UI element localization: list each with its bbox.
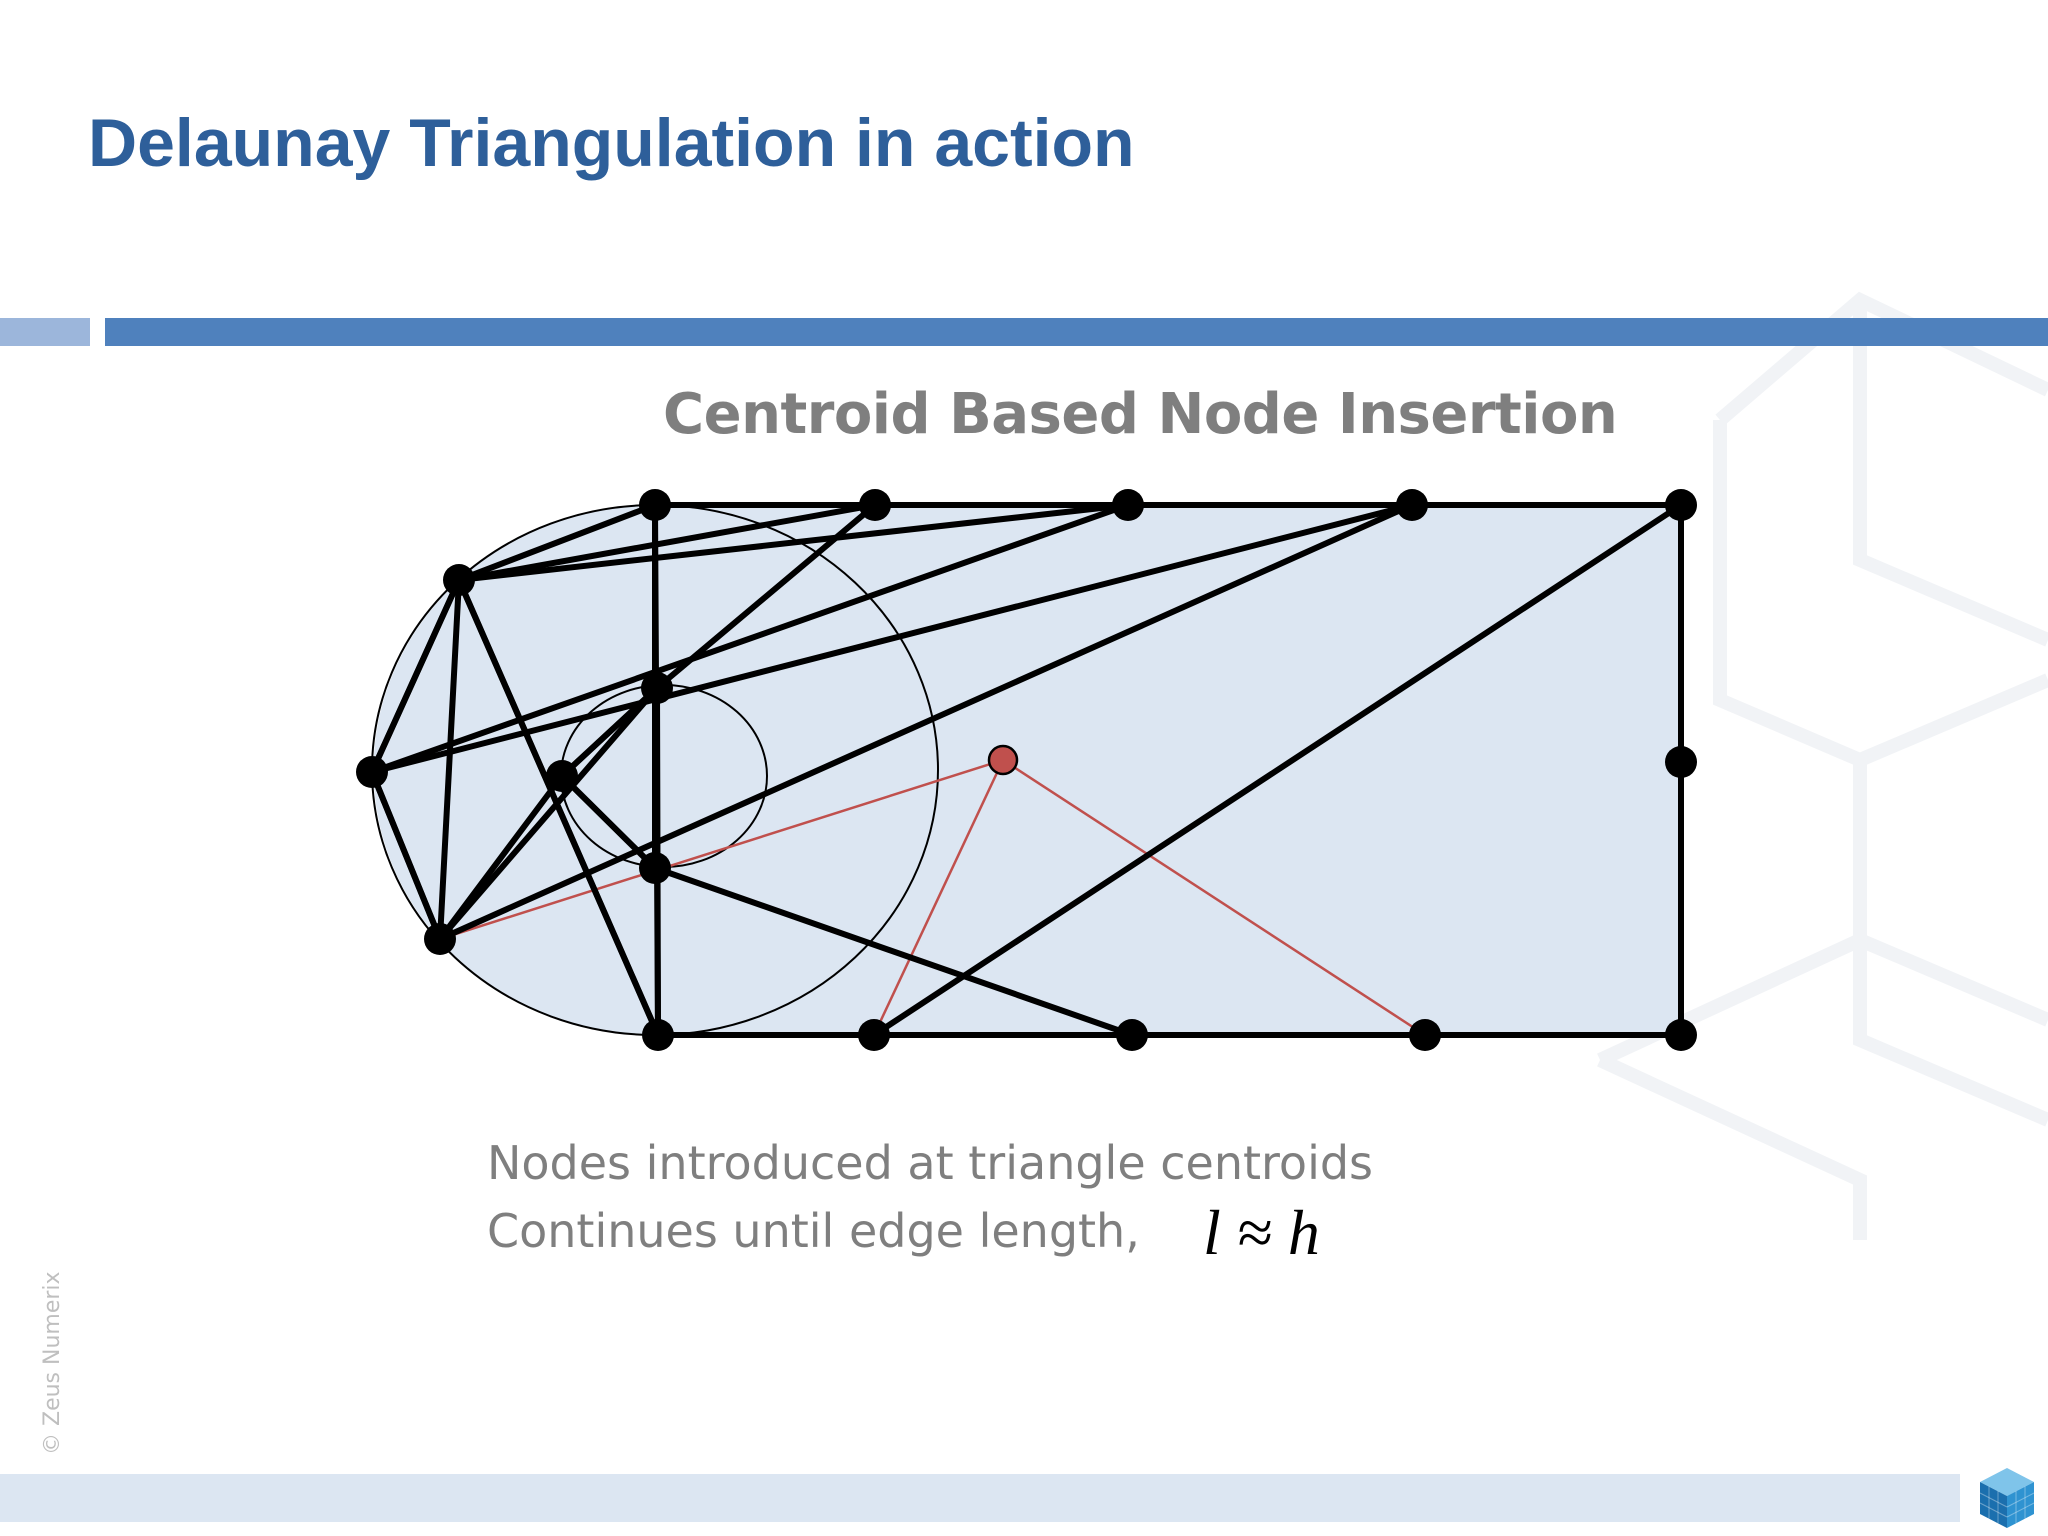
mesh-edge: [437, 502, 1415, 942]
mesh-edge: [369, 502, 1415, 775]
mesh-edge: [871, 502, 1684, 1038]
mesh-domain: [373, 505, 1681, 1036]
inserted-centroid-node: [987, 744, 1019, 776]
mesh-node: [424, 923, 456, 955]
mesh-edge: [437, 773, 565, 942]
accent-bar: [105, 318, 2048, 346]
mesh-edge: [559, 685, 660, 779]
centroid-edge: [439, 758, 1004, 941]
mesh-node: [1665, 489, 1697, 521]
centroid-edge: [872, 759, 1005, 1036]
caption-line-2: Continues until edge length,: [487, 1204, 1140, 1258]
cube-logo-icon: [1979, 1468, 2035, 1528]
centroid-edge: [1002, 758, 1426, 1037]
mesh-node: [859, 489, 891, 521]
mesh-node: [1665, 746, 1697, 778]
mesh-edge: [437, 685, 660, 942]
mesh-edge: [456, 502, 1131, 583]
mesh-node: [639, 852, 671, 884]
mesh-node: [1112, 489, 1144, 521]
mesh-node: [443, 564, 475, 596]
footer-band: [0, 1474, 1960, 1522]
mesh-edge: [369, 769, 443, 942]
slide-title: Delaunay Triangulation in action: [88, 105, 1135, 181]
mesh-node: [1409, 1019, 1441, 1051]
mesh-node: [641, 672, 673, 704]
mesh-node: [1116, 1019, 1148, 1051]
mesh-node: [642, 1019, 674, 1051]
mesh-edge: [456, 502, 878, 583]
mesh-node: [546, 760, 578, 792]
caption-line-1: Nodes introduced at triangle centroids: [487, 1136, 1374, 1190]
mesh-edge: [652, 865, 1135, 1038]
mesh-edge: [456, 577, 661, 1038]
edge-length-formula: l ≈ h: [1203, 1197, 1320, 1268]
mesh-node: [1396, 489, 1428, 521]
accent-bar-left: [0, 318, 90, 346]
mesh-edge: [369, 502, 1131, 775]
mesh-node: [639, 489, 671, 521]
slide-subtitle: Centroid Based Node Insertion: [663, 382, 1618, 447]
mesh-node: [858, 1019, 890, 1051]
mesh-edge: [437, 577, 462, 942]
mesh-node: [1665, 1019, 1697, 1051]
copyright-text: © Zeus Numerix: [40, 1271, 65, 1455]
mesh-edge: [456, 502, 658, 583]
mesh-edge: [369, 577, 462, 775]
mesh-node: [356, 756, 388, 788]
